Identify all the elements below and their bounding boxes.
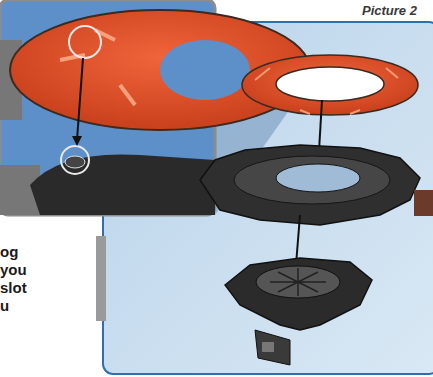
side-bar [96,236,106,321]
gear-disk [200,145,420,225]
base [225,258,372,330]
ring-segment [255,68,398,114]
cut-text: you [0,261,27,278]
inset-ring-hole [160,40,250,100]
cut-text: og [0,243,18,260]
orange-ring [242,55,418,115]
arrow-head [72,136,82,146]
highlight-circle [69,26,101,58]
cut-text: slot [0,279,27,296]
base-spokes [270,268,326,296]
ring-marking [60,30,135,105]
align-arrow [77,58,83,140]
disk-tab [414,190,433,216]
base-cup [256,266,340,298]
cut-text: u [0,297,9,314]
handle-slot [262,342,274,352]
disk-hole [276,164,360,192]
inset-disk [30,154,215,215]
figure-label: Picture 2 [362,3,417,18]
disk-rim [234,156,390,204]
base-handle [255,330,290,365]
ring-hole [276,67,384,101]
inset-peg [65,156,85,168]
highlight-circle [61,146,89,174]
